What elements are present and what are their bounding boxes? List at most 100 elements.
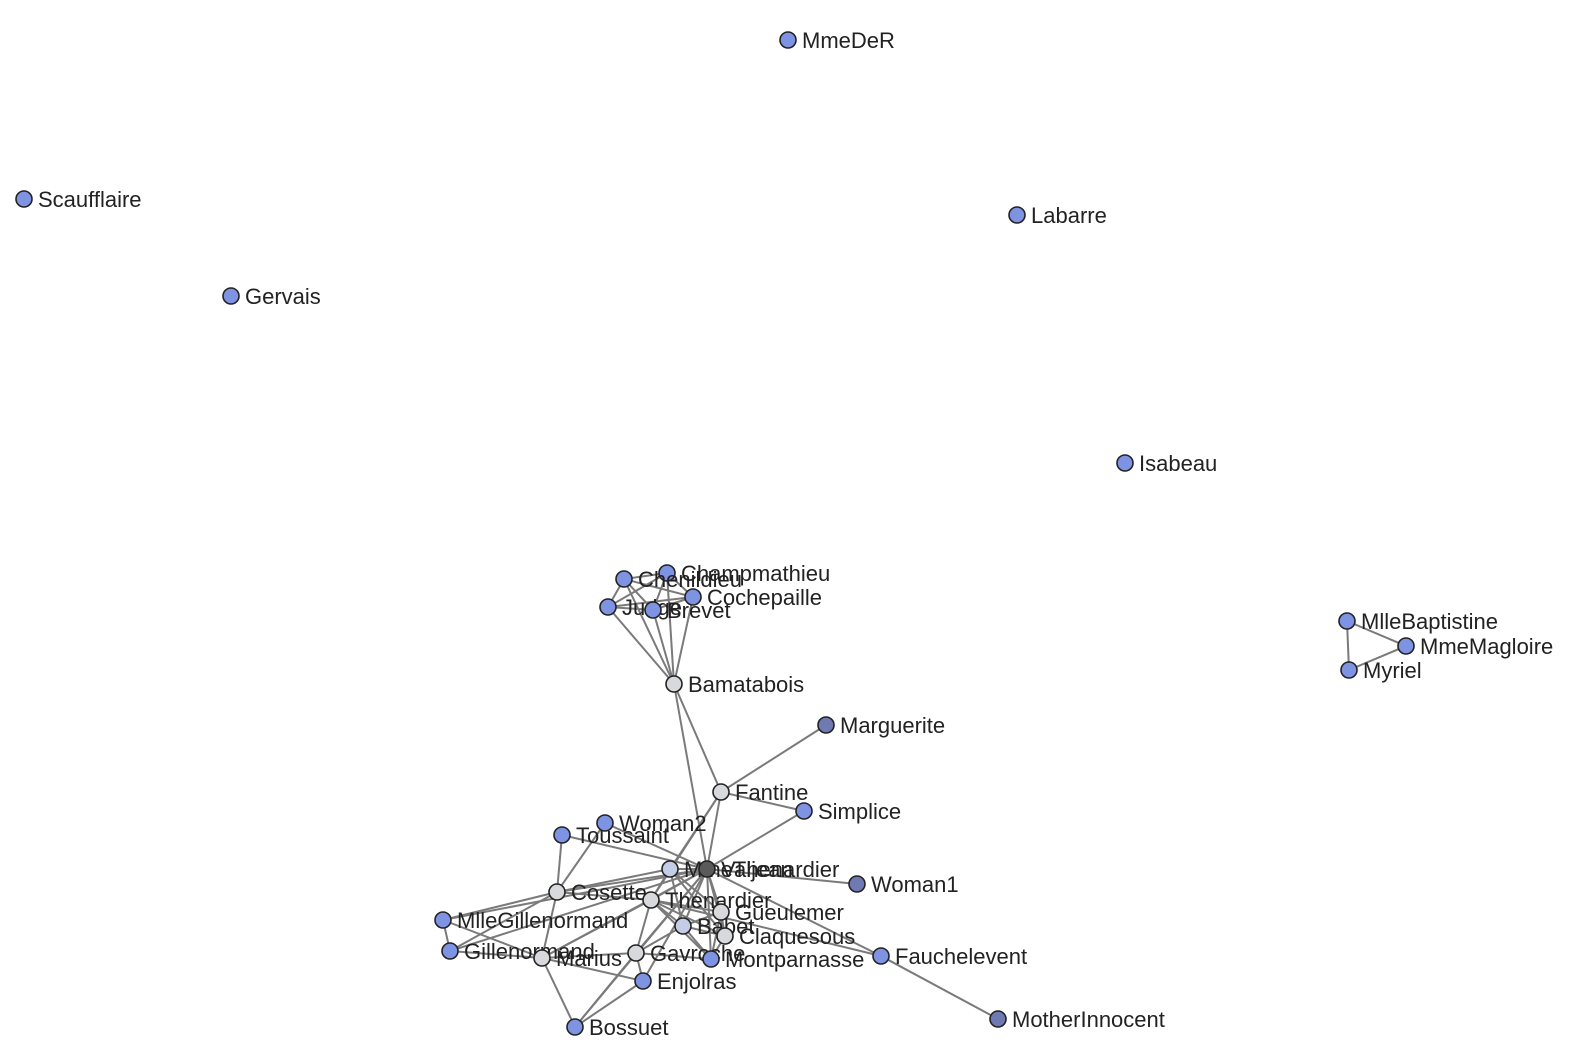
node-circle[interactable] (665, 675, 683, 693)
node-gillenormand[interactable]: Gillenormand (441, 939, 595, 964)
node-circle[interactable] (684, 588, 702, 606)
node-circle[interactable] (872, 947, 890, 965)
node-circle[interactable] (644, 601, 662, 619)
edge-toussaint-cosette (556, 834, 563, 893)
node-circle[interactable] (642, 891, 660, 909)
node-circle[interactable] (779, 31, 797, 49)
edge-cosette-thenardier (556, 891, 652, 901)
node-label: Montparnasse (725, 947, 864, 972)
node-gervais[interactable]: Gervais (222, 284, 321, 309)
edge-bamatabois-fantine (673, 683, 722, 793)
edge-bamatabois-cochepaille (673, 596, 694, 685)
node-circle[interactable] (615, 570, 633, 588)
node-label: Cosette (571, 880, 647, 905)
node-label: Marius (556, 946, 622, 971)
edge-enjolras-bossuet (574, 980, 644, 1028)
node-brevet[interactable]: Brevet (644, 598, 731, 623)
node-babet[interactable]: Babet (674, 914, 755, 939)
node-label: Gavroche (650, 941, 745, 966)
node-mmeder[interactable]: MmeDeR (779, 28, 895, 53)
node-gavroche[interactable]: Gavroche (627, 941, 745, 966)
node-montparnasse[interactable]: Montparnasse (702, 947, 864, 972)
edge-fauchelevent-motherinnocent (880, 955, 999, 1020)
node-circle[interactable] (674, 917, 692, 935)
node-woman1[interactable]: Woman1 (848, 872, 959, 897)
node-circle[interactable] (599, 598, 617, 616)
node-enjolras[interactable]: Enjolras (634, 969, 736, 994)
node-label: Enjolras (657, 969, 736, 994)
edge-bamatabois-judge (607, 606, 675, 685)
node-circle[interactable] (989, 1010, 1007, 1028)
node-claquesous[interactable]: Claquesous (716, 924, 855, 949)
node-mllegillenormand[interactable]: MlleGillenormand (434, 908, 628, 933)
node-circle[interactable] (848, 875, 866, 893)
node-valjean[interactable]: Valjean (698, 857, 793, 882)
edge-mllebaptistine-mmemagloire (1346, 620, 1407, 647)
node-circle[interactable] (222, 287, 240, 305)
node-circle[interactable] (698, 860, 716, 878)
node-chenildieu[interactable]: Chenildieu (615, 567, 742, 592)
node-label: Gueulemer (735, 900, 844, 925)
node-fauchelevent[interactable]: Fauchelevent (872, 944, 1027, 969)
node-circle[interactable] (566, 1018, 584, 1036)
edge-woman1-valjean (706, 868, 858, 885)
node-marius[interactable]: Marius (533, 946, 622, 971)
edge-simplice-valjean (706, 810, 805, 870)
node-fantine[interactable]: Fantine (712, 780, 808, 805)
node-circle[interactable] (1116, 454, 1134, 472)
node-circle[interactable] (434, 911, 452, 929)
edge-cosette-marius (541, 891, 558, 959)
node-circle[interactable] (1340, 661, 1358, 679)
node-motherinnocent[interactable]: MotherInnocent (989, 1007, 1165, 1032)
node-circle[interactable] (716, 927, 734, 945)
node-cochepaille[interactable]: Cochepaille (684, 585, 822, 610)
edge-bamatabois-champmathieu (666, 572, 675, 685)
node-circle[interactable] (817, 716, 835, 734)
node-scaufflaire[interactable]: Scaufflaire (15, 187, 142, 212)
node-circle[interactable] (1397, 637, 1415, 655)
node-circle[interactable] (661, 860, 679, 878)
node-label: Bamatabois (688, 672, 804, 697)
node-bamatabois[interactable]: Bamatabois (665, 672, 804, 697)
node-circle[interactable] (712, 783, 730, 801)
edge-gavroche-montparnasse (635, 952, 712, 960)
node-mllebaptistine[interactable]: MlleBaptistine (1338, 609, 1498, 634)
node-circle[interactable] (634, 972, 652, 990)
node-label: Valjean (721, 857, 793, 882)
node-label: Claquesous (739, 924, 855, 949)
node-label: Myriel (1363, 658, 1422, 683)
node-labarre[interactable]: Labarre (1008, 203, 1107, 228)
node-marguerite[interactable]: Marguerite (817, 713, 945, 738)
node-circle[interactable] (553, 826, 571, 844)
edge-mmethenardier-claquesous (669, 868, 726, 937)
node-mmemagloire[interactable]: MmeMagloire (1397, 634, 1553, 659)
node-champmathieu[interactable]: Champmathieu (658, 561, 830, 586)
node-circle[interactable] (1008, 206, 1026, 224)
node-label: MlleBaptistine (1361, 609, 1498, 634)
node-circle[interactable] (712, 903, 730, 921)
node-circle[interactable] (702, 950, 720, 968)
edge-woman2-cosette (556, 822, 606, 893)
node-circle[interactable] (441, 942, 459, 960)
node-bossuet[interactable]: Bossuet (566, 1015, 669, 1040)
edge-marius-valjean (541, 868, 708, 959)
node-toussaint[interactable]: Toussaint (553, 823, 669, 848)
node-myriel[interactable]: Myriel (1340, 658, 1422, 683)
node-circle[interactable] (596, 814, 614, 832)
node-label: Gervais (245, 284, 321, 309)
node-circle[interactable] (533, 949, 551, 967)
node-gueulemer[interactable]: Gueulemer (712, 900, 844, 925)
node-circle[interactable] (1338, 612, 1356, 630)
node-woman2[interactable]: Woman2 (596, 811, 707, 836)
node-cosette[interactable]: Cosette (548, 880, 647, 905)
node-simplice[interactable]: Simplice (795, 799, 901, 824)
node-circle[interactable] (795, 802, 813, 820)
node-circle[interactable] (658, 564, 676, 582)
node-circle[interactable] (627, 944, 645, 962)
node-circle[interactable] (15, 190, 33, 208)
node-label: Woman1 (871, 872, 959, 897)
edge-thenardier-claquesous (650, 899, 726, 937)
node-isabeau[interactable]: Isabeau (1116, 451, 1217, 476)
edge-fauchelevent-valjean (706, 868, 882, 957)
node-circle[interactable] (548, 883, 566, 901)
